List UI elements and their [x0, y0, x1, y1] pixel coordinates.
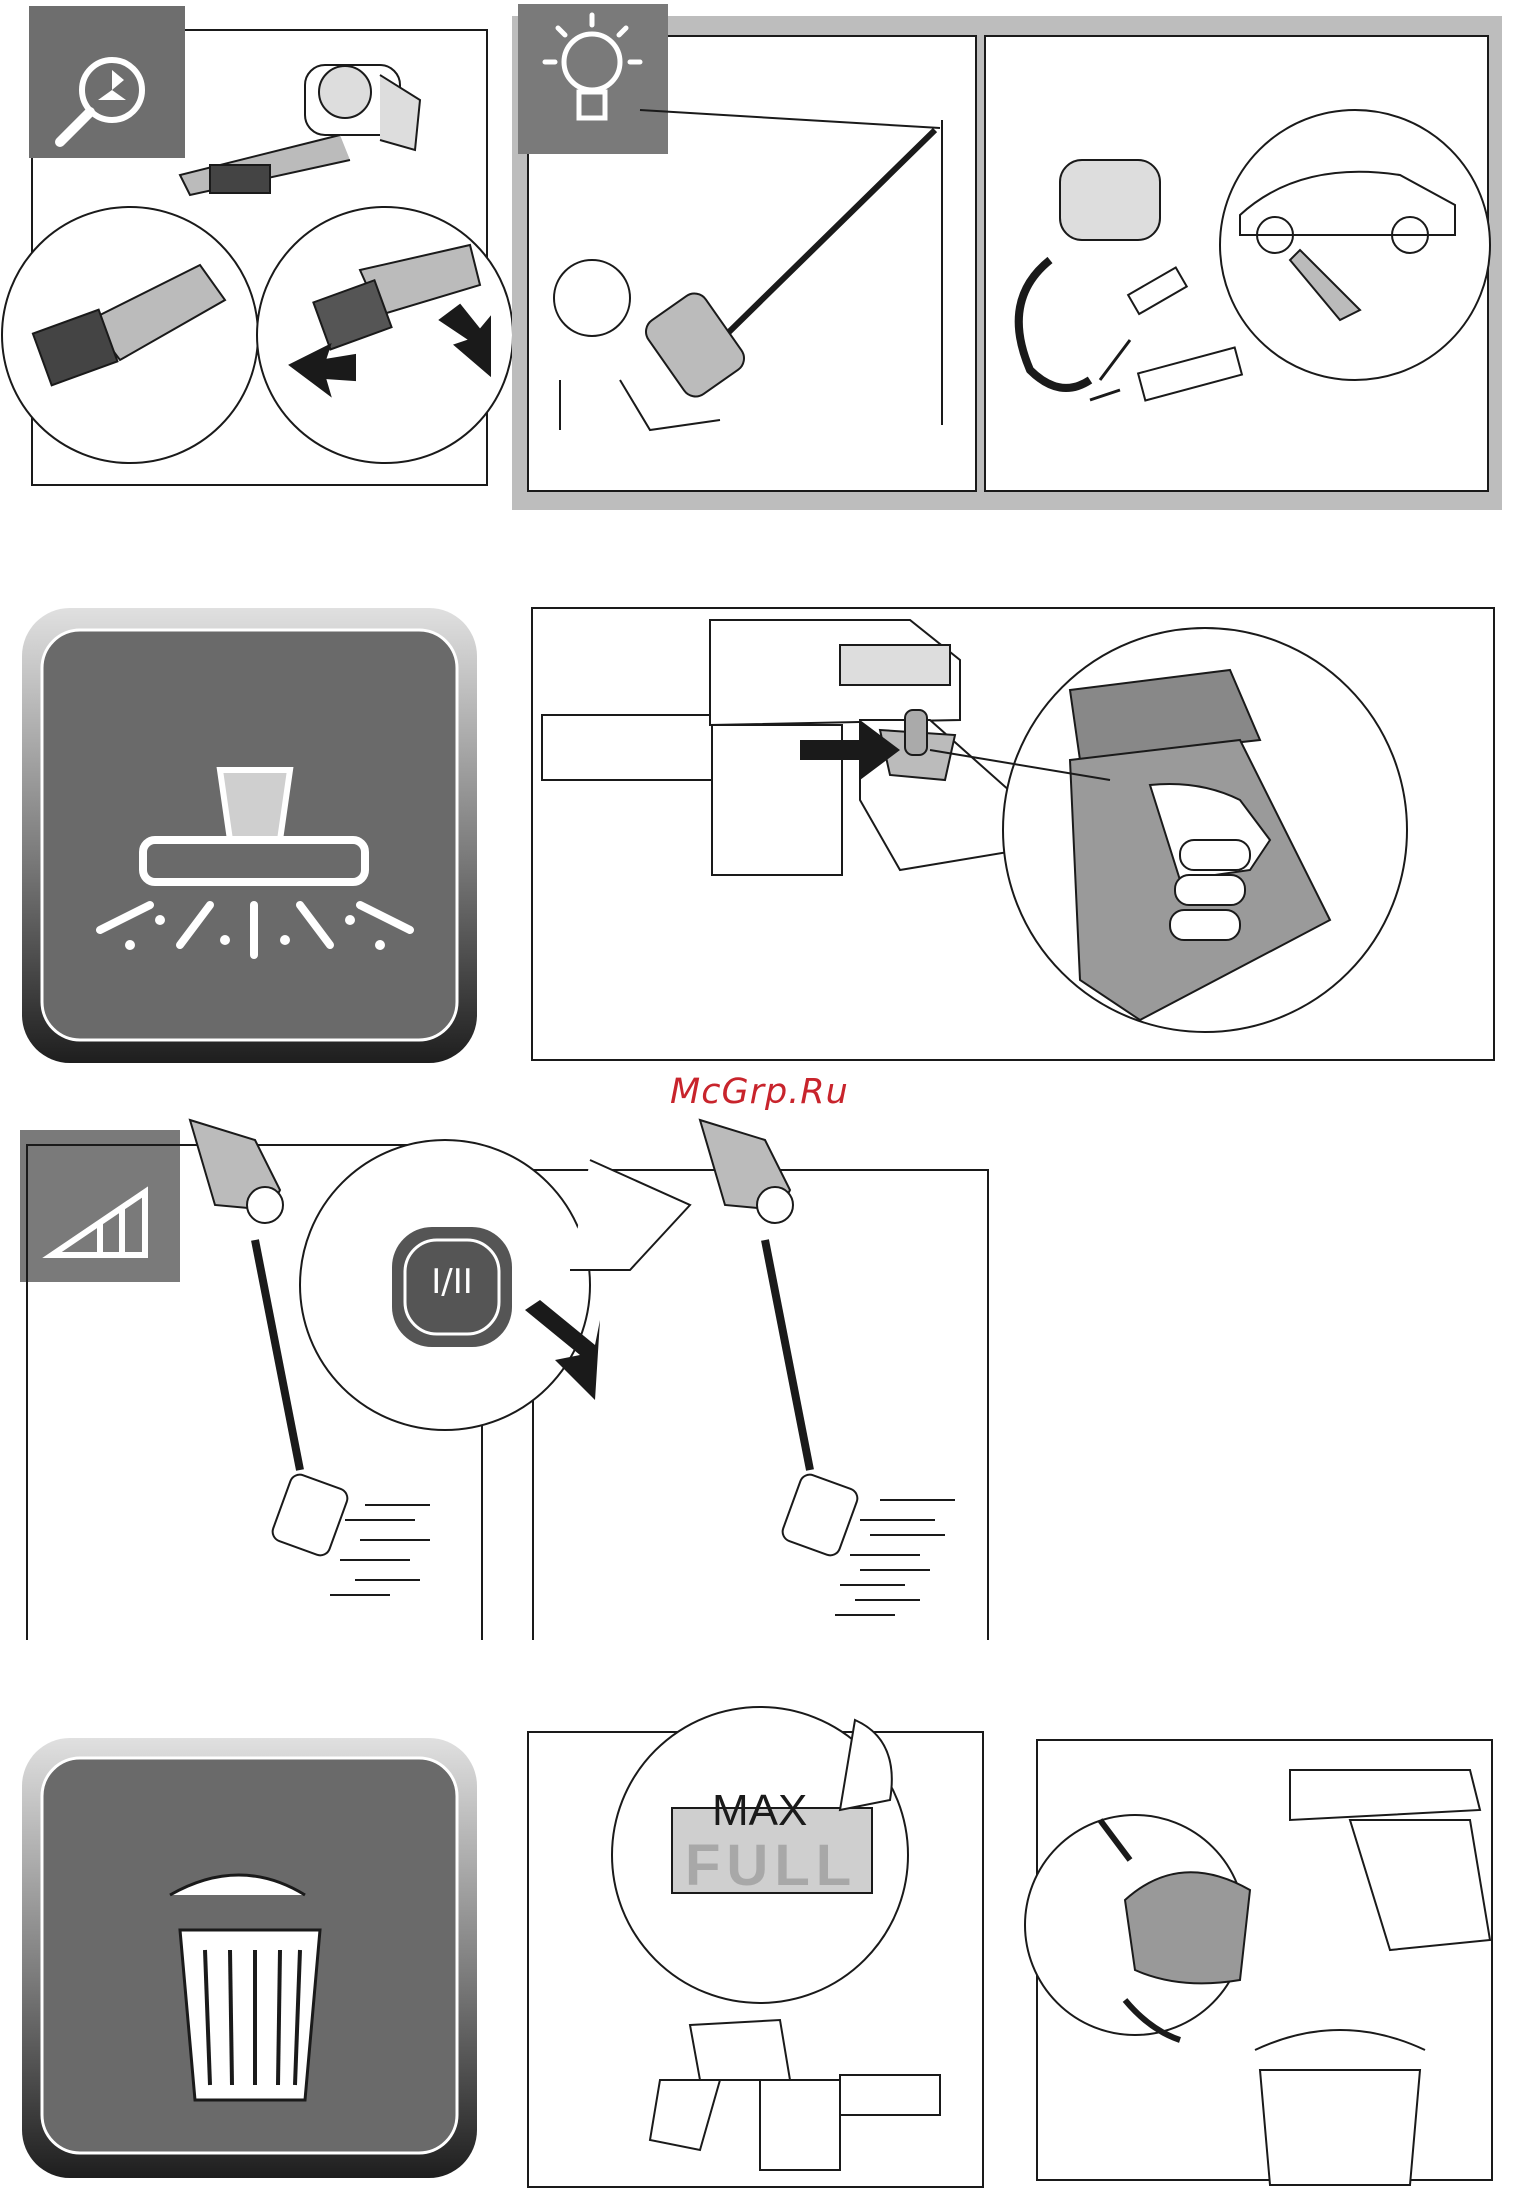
magnifier-icon — [29, 6, 185, 158]
bin-full-label: FULL — [685, 1832, 857, 1899]
accessory-panel — [0, 0, 1534, 520]
handheld-vacuum — [542, 620, 1020, 875]
floor-nozzle-icon — [22, 608, 477, 1063]
brush-detail-right — [257, 207, 513, 463]
bin-section — [0, 1680, 1534, 2190]
power-section — [0, 1110, 1534, 1640]
bin-max-label: MAX — [712, 1786, 807, 1836]
mode-switch-label: I/II — [412, 1262, 492, 1302]
watermark: McGrp.Ru — [670, 1072, 849, 1112]
stick-vacuum-high — [700, 1120, 860, 1558]
trigger-section — [0, 600, 1534, 1070]
brush-detail-left — [2, 207, 258, 463]
airflow-arrows-low — [330, 1505, 430, 1595]
trash-bin-icon — [22, 1738, 477, 2178]
handheld-vacuum-bin — [650, 2020, 940, 2170]
airflow-arrows-high — [835, 1500, 955, 1615]
bin-empty-detail — [1025, 1770, 1490, 2185]
power-level-icon — [20, 1130, 180, 1282]
vacuum-with-brush — [180, 65, 420, 195]
lightbulb-icon — [518, 4, 668, 154]
